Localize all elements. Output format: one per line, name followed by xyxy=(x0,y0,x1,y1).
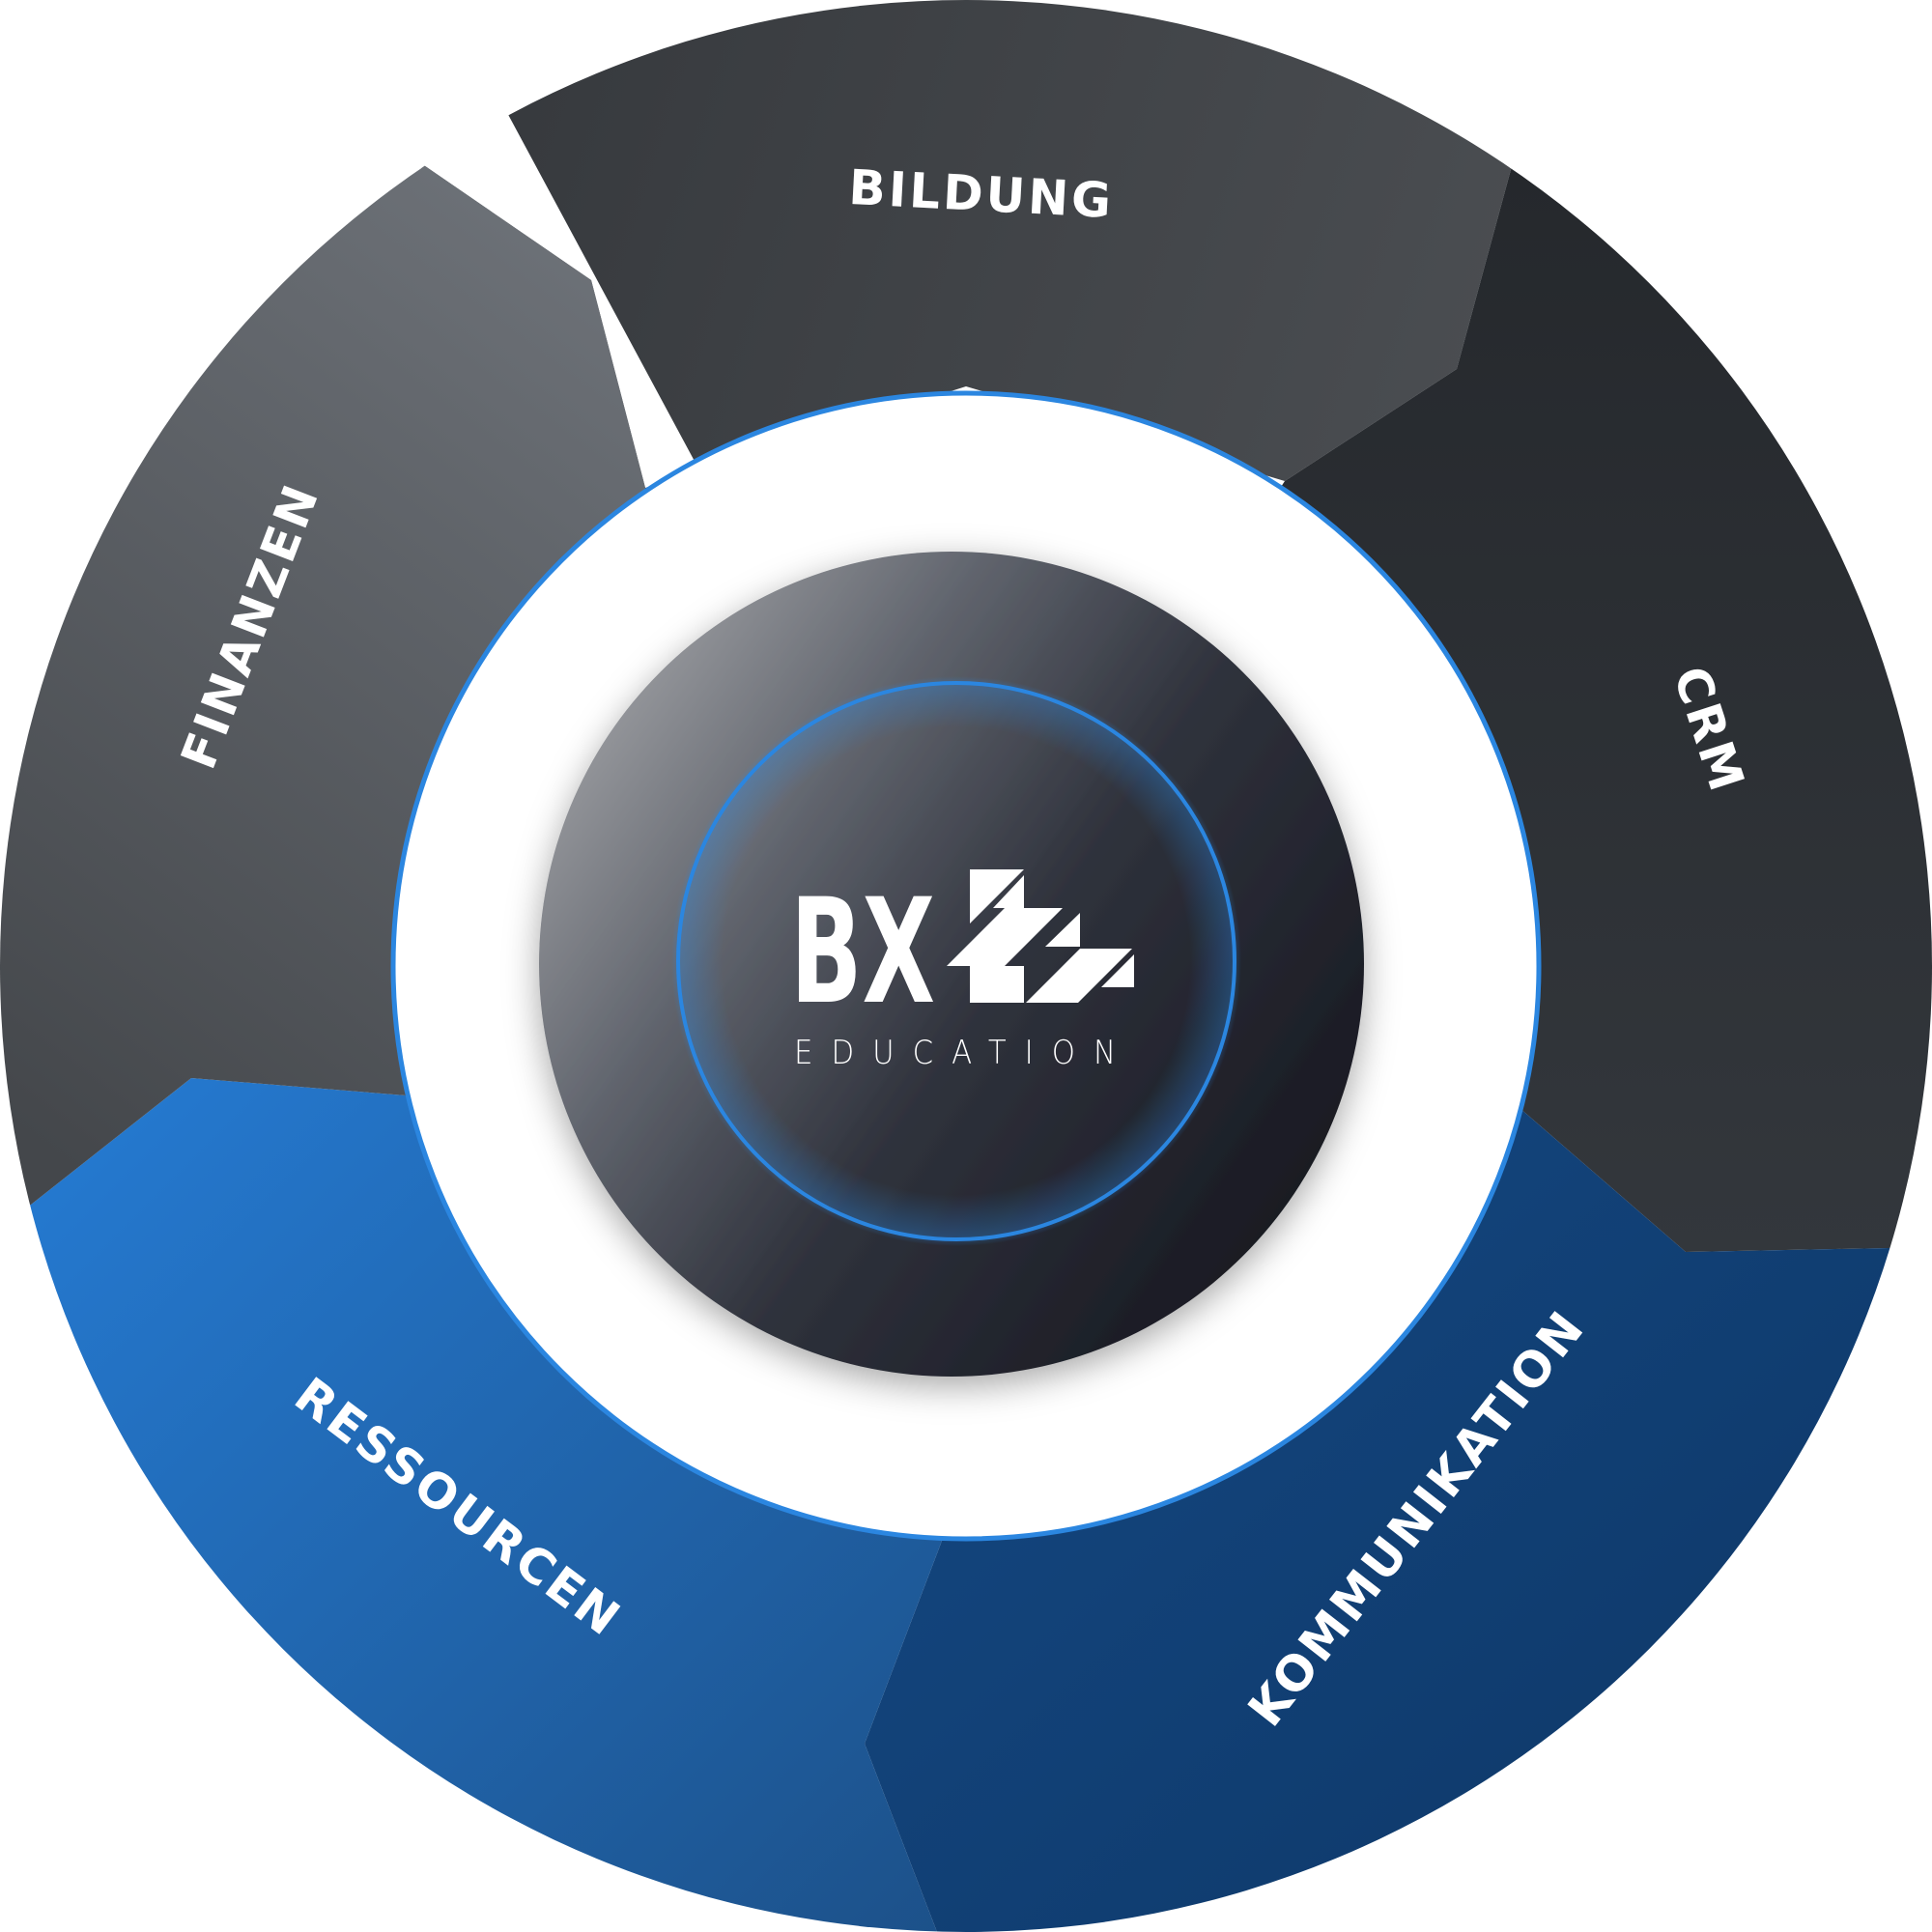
bx-education-logo: BX EDUCATION xyxy=(790,868,1134,1072)
logo-subtitle: EDUCATION xyxy=(794,1034,1134,1072)
label-bildung: BILDUNG xyxy=(847,159,1115,229)
segment-bildung[interactable] xyxy=(415,0,1512,966)
logo-mark: BX xyxy=(790,868,935,1037)
center-inner-ring xyxy=(676,681,1236,1241)
logo-blocks-icon xyxy=(947,869,1134,1003)
